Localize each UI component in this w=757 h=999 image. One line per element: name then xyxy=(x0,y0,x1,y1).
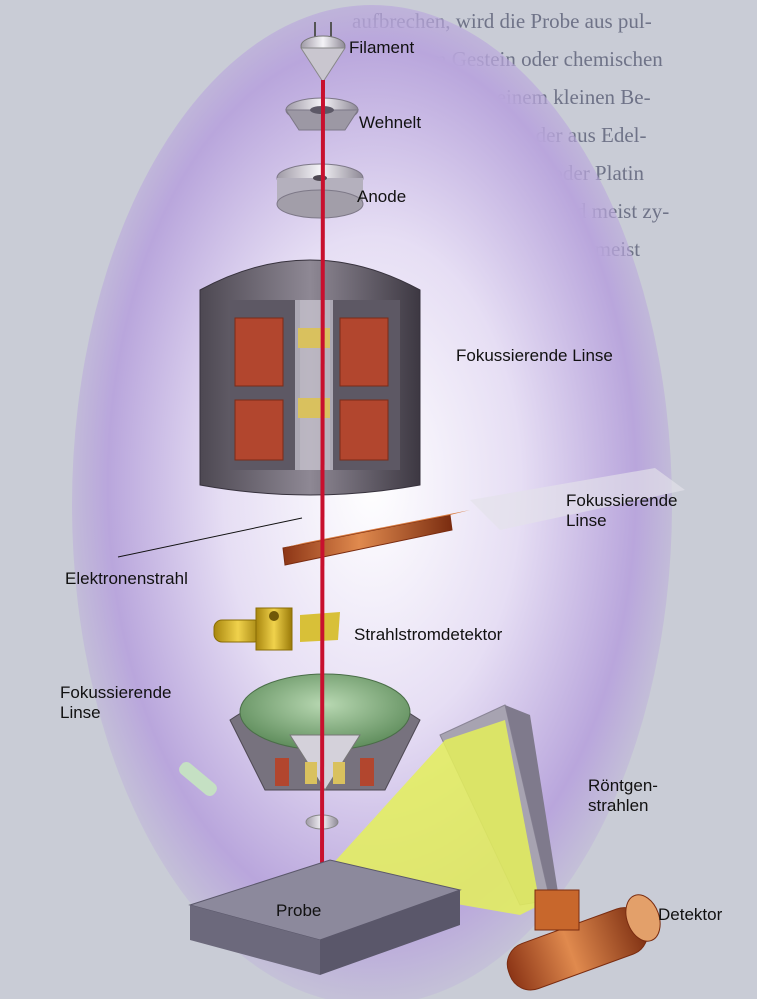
anode-component xyxy=(277,164,363,218)
label-xrays: Röntgen- strahlen xyxy=(588,776,658,816)
label-detector: Detektor xyxy=(658,905,722,925)
label-focusing-lens-objective: Fokussierende Linse xyxy=(60,683,172,723)
label-electron-beam: Elektronenstrahl xyxy=(65,569,188,589)
label-sample: Probe xyxy=(276,901,321,921)
label-beam-current-detector: Strahlstromdetektor xyxy=(354,625,502,645)
focusing-lens-upper xyxy=(200,260,420,495)
label-focusing-lens-upper: Fokussierende Linse xyxy=(456,346,613,366)
label-filament: Filament xyxy=(349,38,414,58)
label-anode: Anode xyxy=(357,187,406,207)
electron-beam xyxy=(322,80,323,880)
label-wehnelt: Wehnelt xyxy=(359,113,421,133)
label-focusing-lens-side: Fokussierende Linse xyxy=(566,491,678,531)
